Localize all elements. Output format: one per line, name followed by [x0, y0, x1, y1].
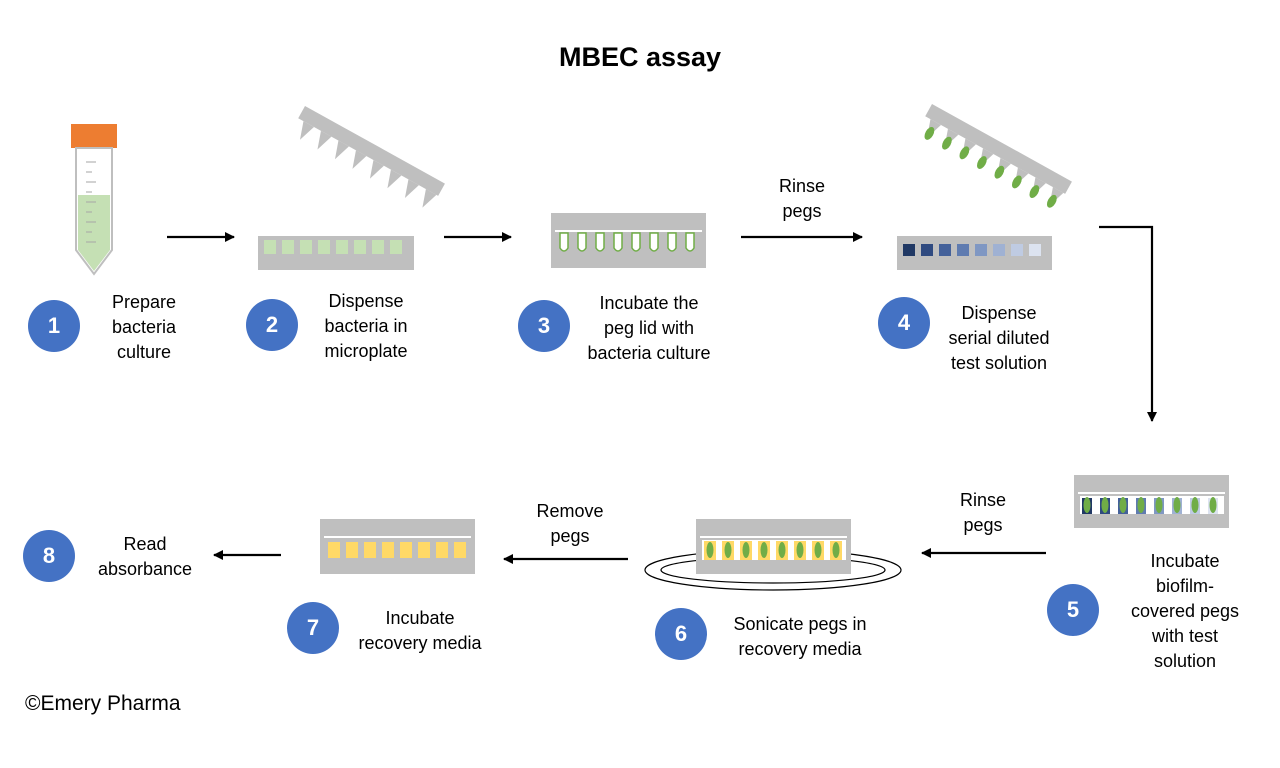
copyright-text: ©Emery Pharma: [25, 692, 181, 715]
arrow-4-5: [1099, 225, 1157, 422]
step-badge-1: 1: [28, 300, 80, 352]
step-label-1: Prepare bacteria culture: [111, 292, 177, 362]
dilution-plate: [897, 236, 1052, 270]
step-label-6: Sonicate pegs in recovery media: [733, 614, 867, 659]
step-badge-2: 2: [246, 299, 298, 351]
step-label-2: Dispense bacteria in microplate: [324, 291, 408, 361]
arrow-label-remove: Remove pegs: [536, 501, 604, 546]
culture-tube: [71, 124, 117, 276]
step-badge-3: 3: [518, 300, 570, 352]
peg-lid-on-plate: [551, 213, 706, 268]
tube-cap: [71, 124, 117, 148]
arrow-label-rinse-bottom: Rinse pegs: [959, 490, 1007, 535]
arrow-label-rinse-top: Rinse pegs: [778, 176, 826, 221]
microplate-culture: [258, 236, 414, 270]
step-badge-4: 4: [878, 297, 930, 349]
peg-lid-tilted: [298, 106, 445, 208]
step-badge-7: 7: [287, 602, 339, 654]
step-label-3: Incubate the peg lid with bacteria cultu…: [587, 293, 711, 363]
step-label-5: Incubate biofilm- covered pegs with test…: [1130, 551, 1240, 671]
flow-arrows: [167, 225, 1157, 564]
recovery-plate: [320, 519, 475, 574]
tube-culture: [78, 195, 110, 271]
step-label-4: Dispense serial diluted test solution: [948, 303, 1050, 373]
step-label-7: Incubate recovery media: [358, 608, 482, 653]
step-badge-5: 5: [1047, 584, 1099, 636]
peg-lid-biofilm-tilted: [924, 104, 1072, 208]
step-badge-8: 8: [23, 530, 75, 582]
diagram-title: MBEC assay: [558, 42, 722, 72]
step-badge-6: 6: [655, 608, 707, 660]
sonication-plate: [644, 519, 902, 591]
biofilm-lid-in-dilution: [1074, 475, 1229, 528]
step-label-8: Read absorbance: [97, 534, 193, 579]
